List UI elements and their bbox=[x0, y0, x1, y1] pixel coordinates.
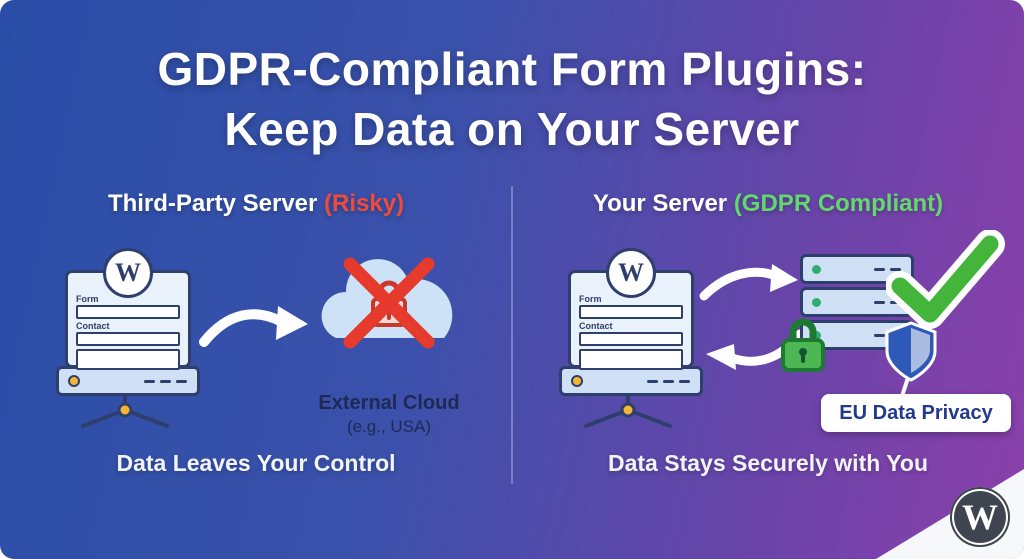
message-field-area bbox=[579, 349, 683, 370]
left-panel-heading: Third-Party Server (Risky) bbox=[0, 190, 512, 218]
right-form-card: W Form Contact bbox=[568, 248, 694, 370]
right-form-server-unit bbox=[559, 366, 703, 396]
left-caption: Data Leaves Your Control bbox=[116, 450, 396, 476]
contact-field-input bbox=[579, 332, 683, 346]
shield-icon bbox=[885, 321, 937, 382]
server-vents-icon bbox=[647, 379, 690, 383]
arrow-right-icon bbox=[199, 306, 308, 347]
form-field-input bbox=[579, 305, 683, 319]
red-x-icon bbox=[343, 257, 435, 349]
right-form-body: Form Contact bbox=[579, 294, 683, 370]
server-vents-icon bbox=[874, 267, 901, 271]
right-heading-text: Your Server bbox=[592, 190, 728, 217]
center-divider bbox=[511, 186, 513, 484]
contact-field-label: Contact bbox=[76, 321, 110, 331]
cloud-label: External Cloud (e.g., USA) bbox=[298, 392, 480, 437]
wordpress-initial: W bbox=[618, 258, 644, 287]
contact-field-input bbox=[76, 332, 180, 346]
message-field-area bbox=[76, 349, 180, 370]
title-line-1: GDPR-Compliant Form Plugins: bbox=[157, 43, 867, 95]
server-led-icon bbox=[812, 264, 821, 274]
form-field-label: Form bbox=[579, 294, 602, 304]
wordpress-initial: W bbox=[962, 497, 998, 537]
right-panel-heading: Your Server (GDPR Compliant) bbox=[512, 190, 1024, 218]
cloud-title: External Cloud bbox=[318, 392, 460, 414]
page-title: GDPR-Compliant Form Plugins: Keep Data o… bbox=[0, 40, 1024, 160]
network-connector-icon bbox=[584, 396, 672, 428]
checkmark-icon bbox=[886, 230, 1005, 329]
wordpress-initial: W bbox=[115, 258, 141, 287]
left-server-unit bbox=[56, 366, 200, 396]
right-heading-highlight: (GDPR Compliant) bbox=[733, 190, 944, 217]
wordpress-logo-icon: W bbox=[606, 248, 656, 298]
right-caption: Data Stays Securely with You bbox=[608, 450, 928, 476]
green-padlock-icon bbox=[781, 318, 825, 372]
eu-badge-label: EU Data Privacy bbox=[839, 401, 993, 424]
cloud-subtitle: (e.g., USA) bbox=[346, 417, 432, 436]
form-field-input bbox=[76, 305, 180, 319]
title-line-2: Keep Data on Your Server bbox=[224, 102, 800, 155]
contact-field-label: Contact bbox=[579, 321, 613, 331]
arrow-to-server-icon bbox=[699, 264, 798, 301]
eu-data-privacy-badge: EU Data Privacy bbox=[821, 394, 1011, 432]
blocked-cloud-icon bbox=[321, 257, 453, 349]
server-led-icon bbox=[812, 297, 821, 307]
left-heading-highlight: (Risky) bbox=[324, 190, 405, 217]
server-led-icon bbox=[571, 375, 583, 387]
left-heading-text: Third-Party Server bbox=[107, 190, 318, 217]
server-vents-icon bbox=[144, 379, 187, 383]
left-form-body: Form Contact bbox=[76, 294, 180, 370]
wordpress-logo-icon: W bbox=[103, 248, 153, 298]
wordpress-logo-icon: W bbox=[950, 487, 1010, 547]
left-form-card: W Form Contact bbox=[65, 248, 191, 370]
server-stack-row bbox=[800, 254, 914, 284]
form-field-label: Form bbox=[76, 294, 99, 304]
network-connector-icon bbox=[81, 396, 169, 428]
server-led-icon bbox=[68, 375, 80, 387]
